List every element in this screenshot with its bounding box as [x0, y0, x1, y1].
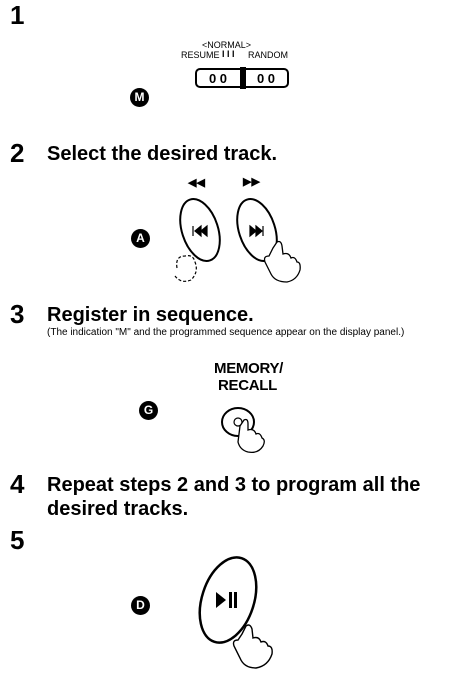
- step-2-title: Select the desired track.: [47, 143, 278, 165]
- random-label: RANDOM: [248, 50, 288, 60]
- switch-marks: I I I: [222, 49, 235, 59]
- rewind-symbol: ◀◀: [188, 177, 205, 189]
- step-5-number: 5: [10, 525, 25, 555]
- skip-buttons-illustration: [173, 194, 301, 283]
- step-1-number: 1: [10, 0, 25, 30]
- resume-label: RESUME: [181, 50, 220, 60]
- hand-icon: [263, 240, 301, 283]
- dashed-finger-icon: [174, 255, 197, 282]
- skip-buttons-badge: A: [131, 229, 150, 248]
- step-3-note: (The indication "M" and the programmed s…: [47, 327, 405, 338]
- step-2-number: 2: [10, 138, 25, 168]
- step-3-number: 3: [10, 299, 25, 329]
- rewind-button[interactable]: [173, 194, 227, 266]
- forward-symbol: ▶▶: [243, 176, 260, 188]
- play-pause-button[interactable]: [190, 550, 267, 650]
- play-pause-illustration: [190, 550, 273, 669]
- mode-switch-illustration: <NORMAL> RESUME I I I RANDOM 0 0 0 0: [160, 40, 360, 115]
- hand-icon: [237, 418, 265, 454]
- step-4-title: Repeat steps 2 and 3 to program all the …: [47, 474, 421, 520]
- memory-recall-button[interactable]: [221, 407, 255, 437]
- mode-switch-body[interactable]: 0 0 0 0: [194, 66, 290, 90]
- hand-icon: [232, 624, 273, 669]
- memory-button-badge: G: [139, 401, 158, 420]
- svg-text:0 0: 0 0: [209, 71, 227, 86]
- mode-switch-badge: M: [130, 88, 149, 107]
- step-4-number: 4: [10, 469, 25, 499]
- memory-recall-label-line1: MEMORY/: [214, 360, 284, 377]
- memory-recall-button-illustration: [221, 407, 265, 454]
- memory-recall-label-line2: RECALL: [218, 377, 278, 394]
- play-button-badge: D: [131, 596, 150, 615]
- normal-label: <NORMAL>: [202, 40, 252, 50]
- step-3-title: Register in sequence.: [47, 304, 254, 326]
- svg-text:0 0: 0 0: [257, 71, 275, 86]
